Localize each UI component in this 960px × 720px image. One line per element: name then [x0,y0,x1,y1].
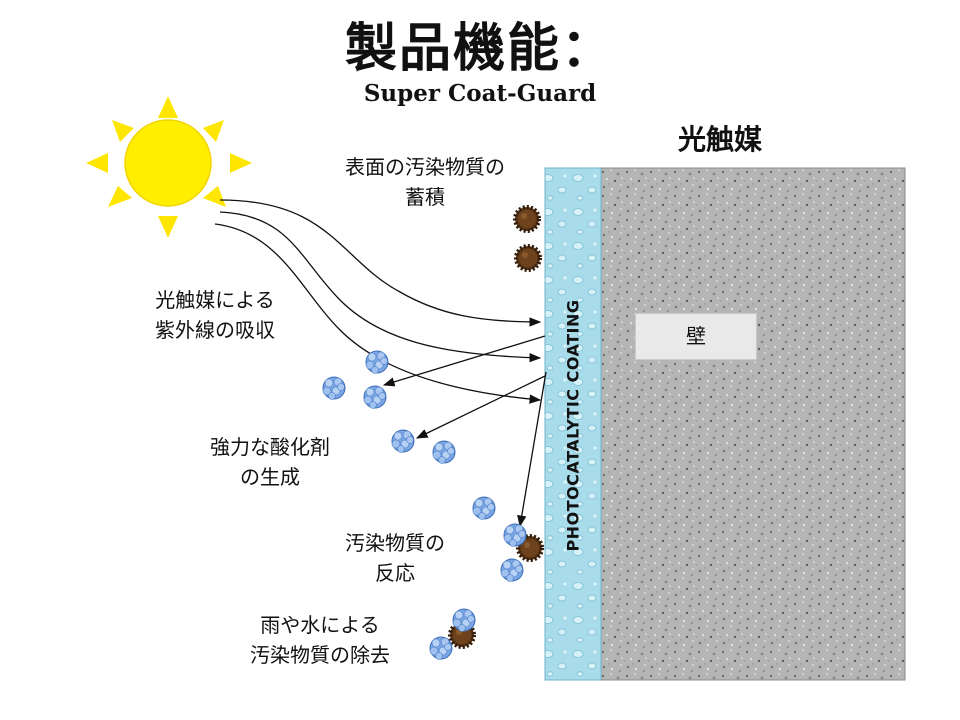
oxidizer-particle-icon [366,351,388,374]
label-removal: 雨や水による 汚染物質の除去 [225,610,415,670]
coating-label: PHOTOCATALYTIC COATING [564,299,583,551]
label-line: 反応 [315,558,475,588]
oxidizer-arrow [520,372,546,526]
label-line: の生成 [190,462,350,492]
oxidizer-particle-icon [364,386,386,409]
label-line: 雨や水による [225,610,415,640]
wall [600,168,905,680]
label-line: 表面の汚染物質の [320,152,530,182]
label-line: 蓄積 [320,182,530,212]
pollutant-particle-icon [516,246,540,270]
oxidizer-particle-icon [392,430,414,453]
label-reaction: 汚染物質の 反応 [315,528,475,588]
label-line: 汚染物質の [315,528,475,558]
oxidizer-particle-icon [501,559,523,582]
oxidizer-particle-icon [433,441,455,464]
oxidizer-particle-icon [504,524,526,547]
label-oxidizer: 強力な酸化剤 の生成 [190,432,350,492]
oxidizer-arrow [417,376,545,438]
label-accumulation: 表面の汚染物質の 蓄積 [320,152,530,212]
oxidizer-particle-icon [430,637,452,660]
wall-label: 壁 [635,313,757,360]
oxidizer-arrow [384,336,545,385]
oxidizer-particle-icon [473,497,495,520]
sun-icon [86,96,252,238]
label-line: 汚染物質の除去 [225,640,415,670]
label-line: 強力な酸化剤 [190,432,350,462]
coating-label-wrap: PHOTOCATALYTIC COATING [545,170,601,680]
panel-title: 光触媒 [640,118,800,158]
label-absorption: 光触媒による 紫外線の吸収 [135,285,295,345]
oxidizer-particle-icon [453,609,475,632]
label-line: 光触媒による [135,285,295,315]
oxidizer-particle-icon [323,377,345,400]
label-line: 紫外線の吸収 [135,315,295,345]
